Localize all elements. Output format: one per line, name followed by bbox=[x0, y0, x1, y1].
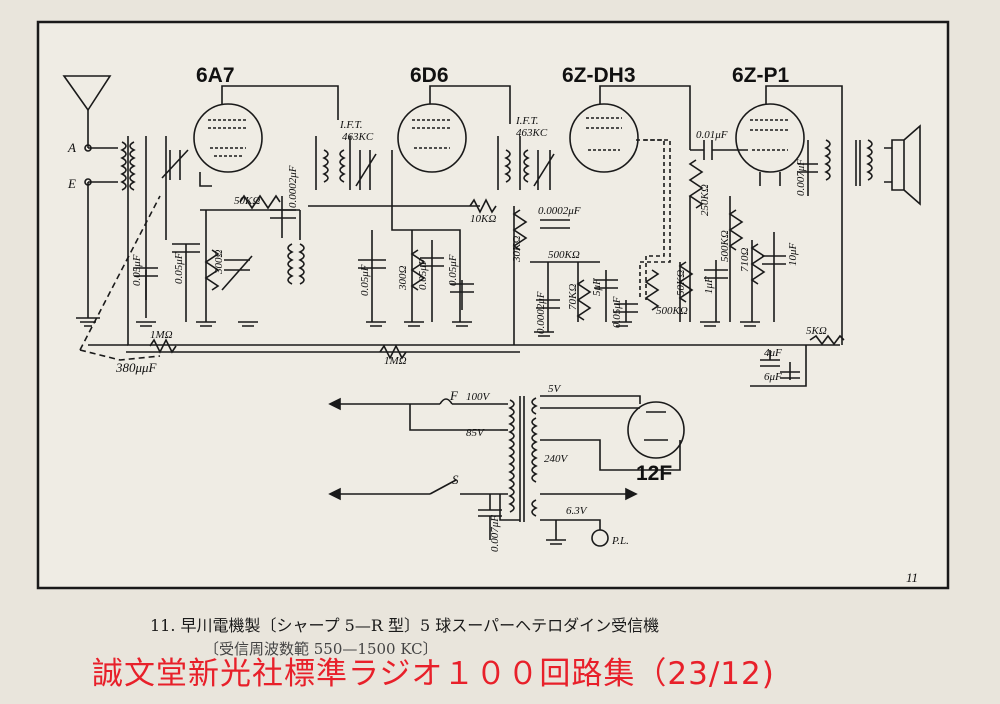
part-r300-2: 300Ω bbox=[397, 266, 409, 292]
part-c005-4: 0.05μF bbox=[417, 258, 429, 290]
part-c005-2: 0.05μF bbox=[173, 252, 185, 284]
pilot-lamp bbox=[591, 529, 609, 547]
part-r1m-1: 1MΩ bbox=[150, 329, 173, 341]
part-c10: 10μF bbox=[787, 242, 799, 266]
part-r300-1: 300Ω bbox=[213, 250, 225, 276]
part-r710: 710Ω bbox=[739, 248, 751, 273]
winding-5v: 5V bbox=[548, 383, 562, 395]
tube-label-3: 6Z-DH3 bbox=[562, 64, 636, 87]
part-c5: 5μF bbox=[591, 278, 603, 296]
tap-85v: 85V bbox=[466, 427, 485, 439]
tube-6z-dh3 bbox=[569, 103, 639, 173]
part-r30k: 30KΩ bbox=[511, 236, 523, 263]
part-r500k-2: 500KΩ bbox=[719, 230, 731, 262]
part-r500k-1: 500KΩ bbox=[548, 249, 580, 261]
part-c005-3: 0.05μF bbox=[359, 264, 371, 296]
speaker-symbol bbox=[891, 124, 921, 206]
tube-6a7 bbox=[193, 103, 263, 173]
rectifier-label: 12F bbox=[636, 462, 672, 485]
part-c0007: 0.007μF bbox=[795, 159, 807, 196]
figure-caption: 11. 早川電機製〔シャープ 5—R 型〕5 球スーパーヘテロダイン受信機 bbox=[150, 616, 660, 635]
ift2-label-b: 463KC bbox=[516, 127, 548, 139]
part-c6: 6μF bbox=[764, 371, 782, 383]
part-r50k: 50KΩ bbox=[234, 195, 260, 207]
tube-6d6 bbox=[397, 103, 467, 173]
tube-6z-p1 bbox=[735, 103, 805, 173]
part-c0007b: 0.007μF bbox=[489, 515, 501, 552]
ift2-label-a: I.F.T. bbox=[515, 115, 539, 127]
antenna-symbol bbox=[62, 75, 112, 112]
tap-100v: 100V bbox=[466, 391, 491, 403]
part-r5k: 5KΩ bbox=[806, 325, 827, 337]
part-c0002-1: 0.0002μF bbox=[287, 165, 299, 208]
tube-label-2: 6D6 bbox=[410, 64, 449, 87]
part-c380: 380μμF bbox=[115, 360, 158, 375]
rectifier-12f bbox=[627, 401, 685, 459]
part-c4: 4μF bbox=[764, 347, 782, 359]
antenna-a-label: A bbox=[67, 140, 76, 155]
switch-label: S bbox=[452, 472, 459, 487]
part-c00002-b: 0.0002μF bbox=[535, 291, 547, 334]
overlay-title: 誠文堂新光社標準ラジオ１００回路集（23/12) bbox=[92, 656, 775, 692]
part-c005-5: 0.05μF bbox=[447, 254, 459, 286]
tube-label-4: 6Z-P1 bbox=[732, 64, 790, 87]
part-r50k-2: 50KΩ bbox=[675, 270, 687, 296]
figure-caption-sub: 〔受信周波数範 550—1500 KC〕 bbox=[204, 640, 438, 658]
part-c001: 0.01μF bbox=[696, 129, 728, 141]
page-number: 11 bbox=[906, 570, 918, 585]
winding-240v: 240V bbox=[544, 453, 569, 465]
part-c005-1: 0.05μF bbox=[131, 254, 143, 286]
part-c00002: 0.0002μF bbox=[538, 205, 581, 217]
fuse-label: F bbox=[449, 388, 459, 403]
part-c1: 1μF bbox=[703, 276, 715, 294]
part-r10k: 10KΩ bbox=[470, 213, 496, 225]
tube-label-1: 6A7 bbox=[196, 64, 235, 87]
antenna-e-label: E bbox=[67, 176, 76, 191]
ift1-label-b: 463KC bbox=[342, 131, 374, 143]
part-r500k-pot: 500KΩ bbox=[656, 305, 688, 317]
ift1-label-a: I.F.T. bbox=[339, 119, 363, 131]
pilot-lamp-label: P.L. bbox=[611, 535, 629, 547]
part-c005-6: 0.05μF bbox=[611, 296, 623, 328]
part-r250k: 250KΩ bbox=[699, 184, 711, 216]
winding-63v: 6.3V bbox=[566, 505, 588, 517]
part-r70k: 70KΩ bbox=[567, 284, 579, 310]
part-r1m-2: 1MΩ bbox=[384, 355, 407, 367]
diagram-frame bbox=[36, 20, 950, 590]
